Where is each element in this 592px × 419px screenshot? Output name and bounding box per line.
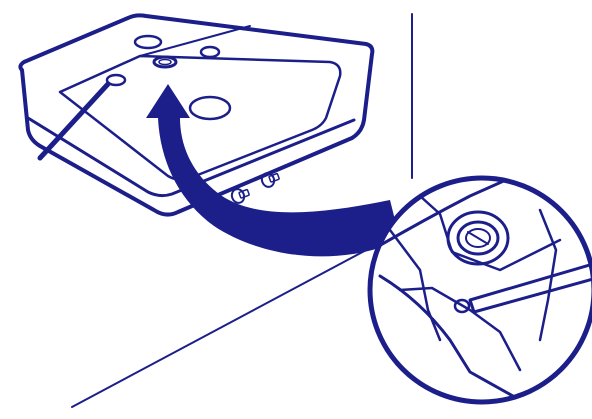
detail-wall-inner (388, 228, 442, 342)
detail-overflow-hole (465, 228, 491, 248)
basin-deck-line (139, 25, 251, 57)
detail-overflow-ring (456, 220, 500, 256)
detail-screw-hole (453, 298, 471, 314)
screws (230, 172, 280, 204)
side-hole-right (199, 45, 221, 59)
overflow-slot-inner (158, 58, 172, 66)
basin-rim-front (26, 116, 356, 198)
detail-rim-edge (370, 178, 562, 252)
detail-callout-icon (367, 175, 592, 405)
detail-overflow-nut (446, 210, 510, 266)
detail-tool (468, 260, 592, 314)
drain-hole (188, 95, 232, 121)
screw-icon (260, 172, 280, 188)
basin-outer-rim (18, 13, 375, 217)
tool-shaft (37, 81, 111, 161)
screw-icon (230, 188, 250, 204)
detail-rim-lower (378, 274, 522, 402)
room-lines (71, 13, 413, 408)
tap-hole (133, 34, 163, 50)
sink-basin (18, 13, 375, 217)
detail-channel (398, 286, 522, 372)
overflow-slot (152, 55, 178, 69)
floor-line (71, 247, 371, 408)
side-hole-left (105, 73, 127, 87)
curved-arrow-icon (146, 84, 400, 257)
